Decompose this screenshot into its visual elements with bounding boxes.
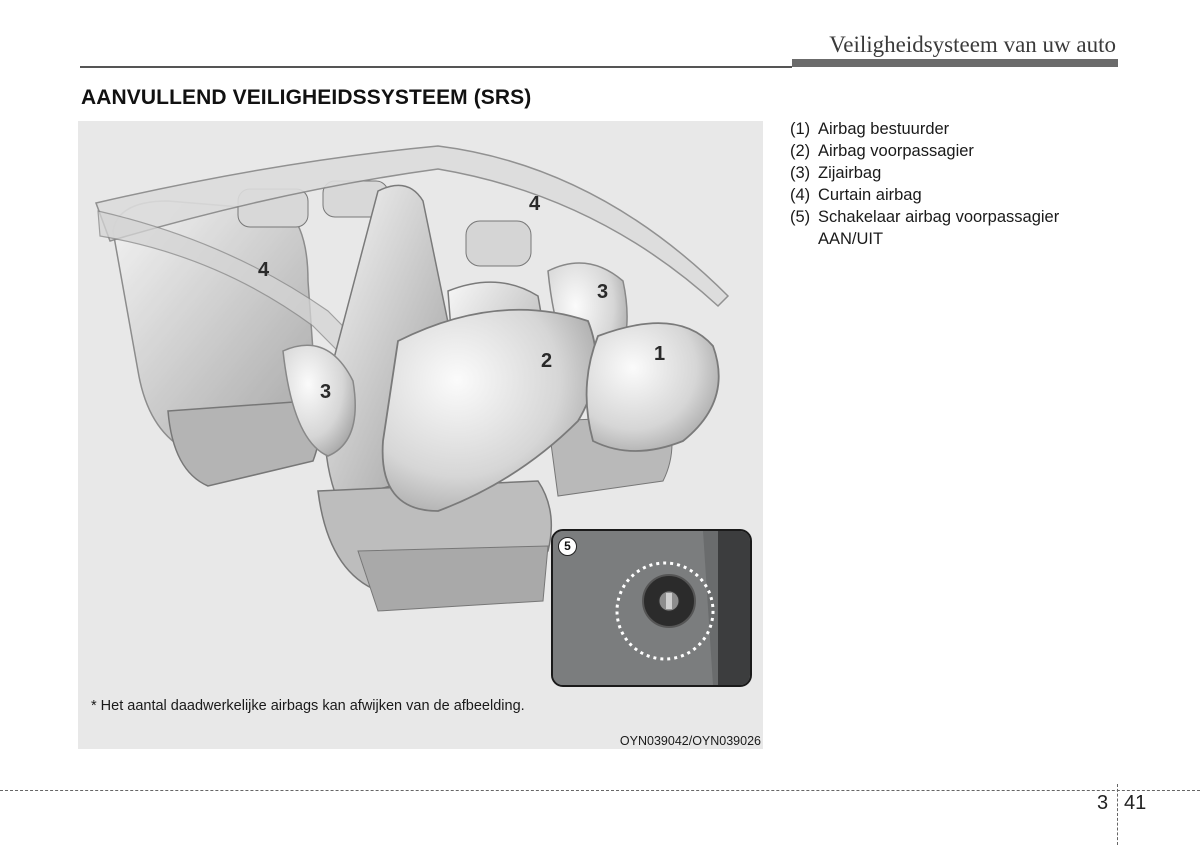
legend-number: (5) xyxy=(790,208,811,226)
footer-rule xyxy=(0,790,1200,791)
legend-text: Airbag voorpassagier xyxy=(818,142,974,160)
legend-text: Airbag bestuurder xyxy=(818,120,950,138)
airbag-switch-illustration xyxy=(553,531,750,685)
section-title: AANVULLEND VEILIGHEIDSSYSTEEM (SRS) xyxy=(81,86,532,109)
header-rule-accent xyxy=(792,59,1118,67)
callout-airbag-switch: 5 xyxy=(558,537,577,556)
seats-airbags-illustration xyxy=(95,145,730,612)
callout-curtain-airbag: 4 xyxy=(529,193,541,215)
legend-text: Zijairbag xyxy=(818,164,882,182)
callout-passenger-airbag: 2 xyxy=(541,350,553,372)
page-number-divider xyxy=(1117,784,1118,845)
running-header: Veiligheidsysteem van uw auto xyxy=(829,32,1116,57)
legend-number: (3) xyxy=(790,164,811,182)
legend-item: (2) Airbag voorpassagier xyxy=(790,140,1118,162)
callout-side-airbag: 3 xyxy=(597,281,609,303)
legend-number: (1) xyxy=(790,120,811,138)
airbag-legend: (1) Airbag bestuurder (2) Airbag voorpas… xyxy=(790,118,1118,250)
legend-item: (4) Curtain airbag xyxy=(790,184,1118,206)
legend-item: (1) Airbag bestuurder xyxy=(790,118,1118,140)
airbag-switch-inset: 5 xyxy=(551,529,752,687)
figure-footnote: * Het aantal daadwerkelijke airbags kan … xyxy=(91,698,525,714)
legend-item: (3) Zijairbag xyxy=(790,162,1118,184)
legend-text: Schakelaar airbag voorpassagier AAN/UIT xyxy=(818,208,1060,248)
legend-number: (2) xyxy=(790,142,811,160)
legend-number: (4) xyxy=(790,186,811,204)
figure-code: OYN039042/OYN039026 xyxy=(619,734,761,748)
airbag-figure: 4 4 3 3 2 1 5 * Het aantal daadwerkelijk… xyxy=(78,121,763,749)
chapter-number: 3 xyxy=(1097,792,1109,814)
callout-side-airbag: 3 xyxy=(320,381,332,403)
legend-text: Curtain airbag xyxy=(818,186,922,204)
callout-curtain-airbag: 4 xyxy=(258,259,270,281)
header-rule xyxy=(80,66,792,68)
callout-driver-airbag: 1 xyxy=(654,343,666,365)
page-number: 41 xyxy=(1124,792,1147,814)
legend-item: (5) Schakelaar airbag voorpassagier AAN/… xyxy=(790,206,1118,250)
